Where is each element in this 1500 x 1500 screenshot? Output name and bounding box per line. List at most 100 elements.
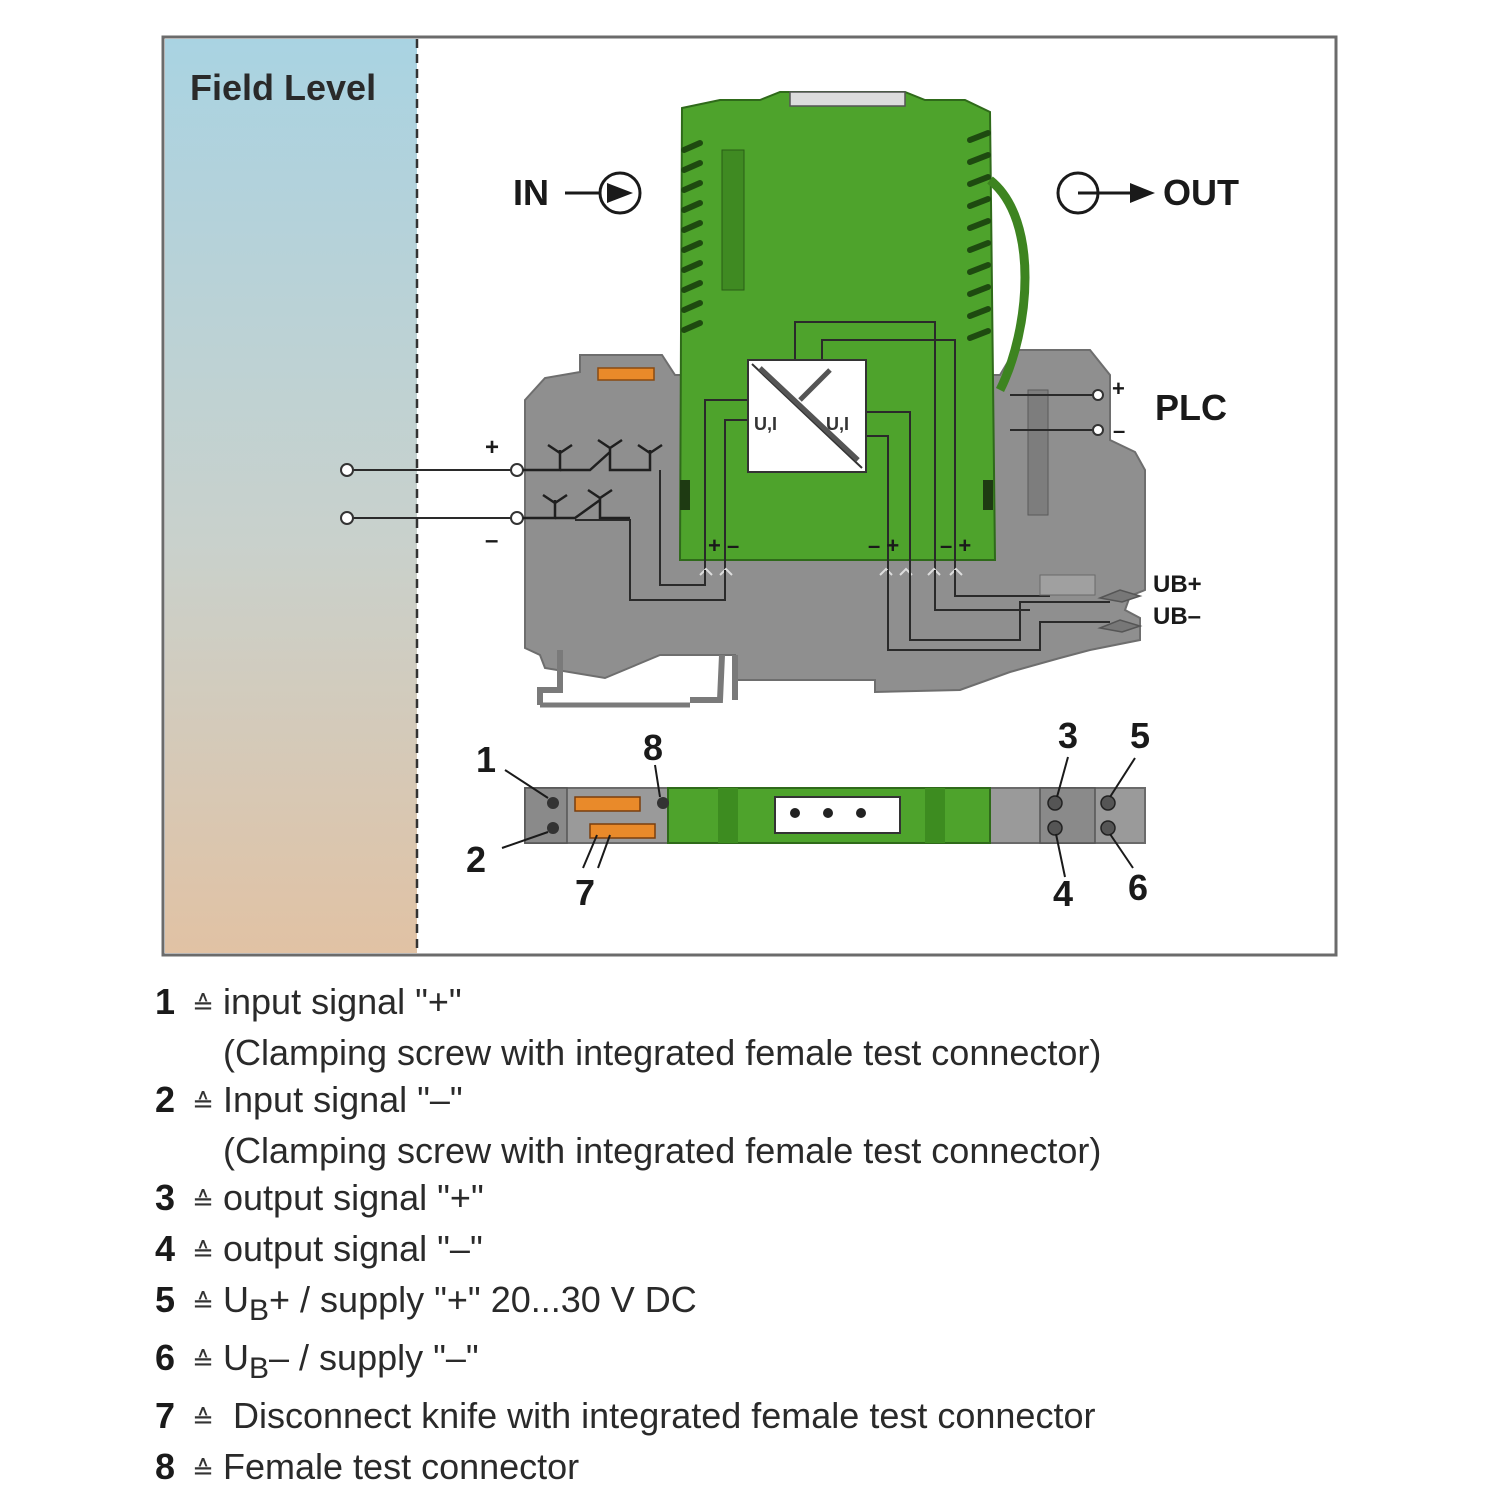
corresponds-icon: ≙: [192, 1346, 214, 1377]
callout-leaders: [501, 756, 1136, 878]
legend-text-sub: B: [249, 1294, 270, 1328]
legend-subtext: (Clamping screw with integrated female t…: [223, 1130, 1102, 1171]
terminal-pm-left: + –: [708, 533, 739, 558]
module-latch-cable: [987, 176, 1030, 393]
callout-8: 8: [643, 727, 663, 768]
screw-2: [547, 822, 559, 834]
legend-text: output signal "+": [223, 1177, 484, 1218]
din-rail-foot-left: [537, 650, 563, 705]
corresponds-icon: ≙: [192, 1186, 214, 1216]
legend-number: 1: [155, 981, 176, 1022]
legend-text-sub: B: [249, 1352, 270, 1386]
corresponds-icon: ≙: [192, 1455, 214, 1486]
module-label-strip: [721, 149, 745, 291]
top-view-led-3: [856, 808, 866, 818]
top-view-green-band-2: [925, 788, 945, 843]
converter-label-left: U,I: [754, 414, 777, 434]
legend-number: 4: [155, 1228, 176, 1269]
input-disconnect-switches: [523, 438, 663, 520]
housing-wiring: [575, 470, 1110, 651]
callout-2: 2: [466, 839, 486, 880]
legend-number: 2: [155, 1079, 176, 1120]
terminal-mp-right2: – +: [940, 533, 971, 558]
field-terminal-plus: [340, 463, 354, 477]
corresponds-icon: ≙: [192, 1237, 214, 1267]
corresponds-icon: ≙: [192, 1288, 214, 1318]
converter-isolation-bar: [758, 366, 860, 462]
legend-text: UB– / supply "–": [223, 1334, 479, 1392]
legend-number: 5: [155, 1279, 176, 1320]
callout-1: 1: [476, 739, 496, 780]
in-arrow-head: [607, 183, 633, 203]
input-terminal-minus: [510, 511, 524, 525]
legend-text-post: – / supply "–": [269, 1337, 479, 1379]
legend-number: 7: [155, 1395, 176, 1437]
top-view-left-block: [524, 787, 568, 844]
screw-1: [547, 797, 559, 809]
corresponds-icon: ≙: [192, 990, 214, 1020]
top-view-right-block: [1039, 787, 1096, 844]
internal-wiring: [704, 321, 956, 570]
right-terminal-window: [1039, 574, 1096, 596]
legend: 1 ≙ input signal "+" (Clamping screw wit…: [155, 978, 1355, 1494]
legend-subtext: (Clamping screw with integrated female t…: [223, 1032, 1102, 1073]
in-label: IN: [513, 172, 549, 213]
callout-6: 6: [1128, 867, 1148, 908]
legend-text: UB+ / supply "+" 20...30 V DC: [223, 1276, 697, 1334]
top-view-led-2: [823, 808, 833, 818]
wiring-diagram: Field Level U,I: [161, 35, 1338, 957]
legend-text-post: + / supply "+" 20...30 V DC: [269, 1279, 697, 1320]
legend-text-pre: U: [223, 1337, 249, 1379]
legend-item-3: 3 ≙ output signal "+": [155, 1174, 1355, 1225]
legend-text: output signal "–": [223, 1228, 483, 1269]
legend-item-1: 1 ≙ input signal "+": [155, 978, 1355, 1029]
plc-label: PLC: [1155, 387, 1227, 428]
orange-insert: [597, 367, 655, 381]
callout-7: 7: [575, 872, 595, 913]
module-clip-right: [983, 480, 993, 510]
callout-4: 4: [1053, 873, 1073, 914]
out-arrow-head: [1130, 183, 1155, 203]
corresponds-icon: ≙: [192, 1404, 214, 1435]
top-view-green-band-1: [718, 788, 738, 843]
legend-item-4: 4 ≙ output signal "–": [155, 1225, 1355, 1276]
terminal-mp-right1: – +: [868, 533, 899, 558]
field-level-title: Field Level: [190, 67, 376, 108]
din-rail-foot-right: [690, 654, 738, 703]
right-terminal-label: [1027, 389, 1049, 516]
module-clip-left: [680, 480, 690, 510]
module-contact-springs: [699, 567, 963, 576]
field-plus-sign: +: [485, 434, 499, 461]
legend-number: 8: [155, 1446, 176, 1488]
legend-text: Input signal "–": [223, 1079, 463, 1120]
module-vents-right: [967, 130, 991, 341]
legend-text: Female test connector: [223, 1446, 580, 1488]
legend-text: Disconnect knife with integrated female …: [223, 1395, 1096, 1437]
screw-6: [1100, 820, 1116, 836]
screw-5: [1100, 795, 1116, 811]
legend-number: 3: [155, 1177, 176, 1218]
input-terminal-plus: [510, 463, 524, 477]
knife-orange-2: [589, 823, 656, 839]
top-view-led-1: [790, 808, 800, 818]
corresponds-icon: ≙: [192, 1088, 214, 1118]
module-vents-left: [681, 140, 703, 333]
ub-minus-label: UB–: [1153, 603, 1201, 630]
out-label: OUT: [1163, 172, 1239, 213]
plc-terminal-minus: [1092, 424, 1104, 436]
legend-item-8: 8 ≙ Female test connector: [155, 1443, 1355, 1494]
screw-3: [1047, 795, 1063, 811]
module-top-slot: [789, 91, 906, 107]
field-minus-sign: –: [485, 527, 498, 554]
legend-item-5: 5 ≙ UB+ / supply "+" 20...30 V DC: [155, 1276, 1355, 1334]
legend-number: 6: [155, 1337, 176, 1379]
legend-text-pre: U: [223, 1279, 249, 1320]
plc-minus-sign: –: [1113, 418, 1125, 443]
callout-3: 3: [1058, 715, 1078, 756]
legend-item-7: 7 ≙ Disconnect knife with integrated fem…: [155, 1392, 1355, 1443]
field-terminal-minus: [340, 511, 354, 525]
knife-orange-1: [574, 796, 641, 812]
converter-diagonal: [751, 363, 863, 469]
ub-connection-clips: [1097, 589, 1143, 633]
plc-terminal-plus: [1092, 389, 1104, 401]
